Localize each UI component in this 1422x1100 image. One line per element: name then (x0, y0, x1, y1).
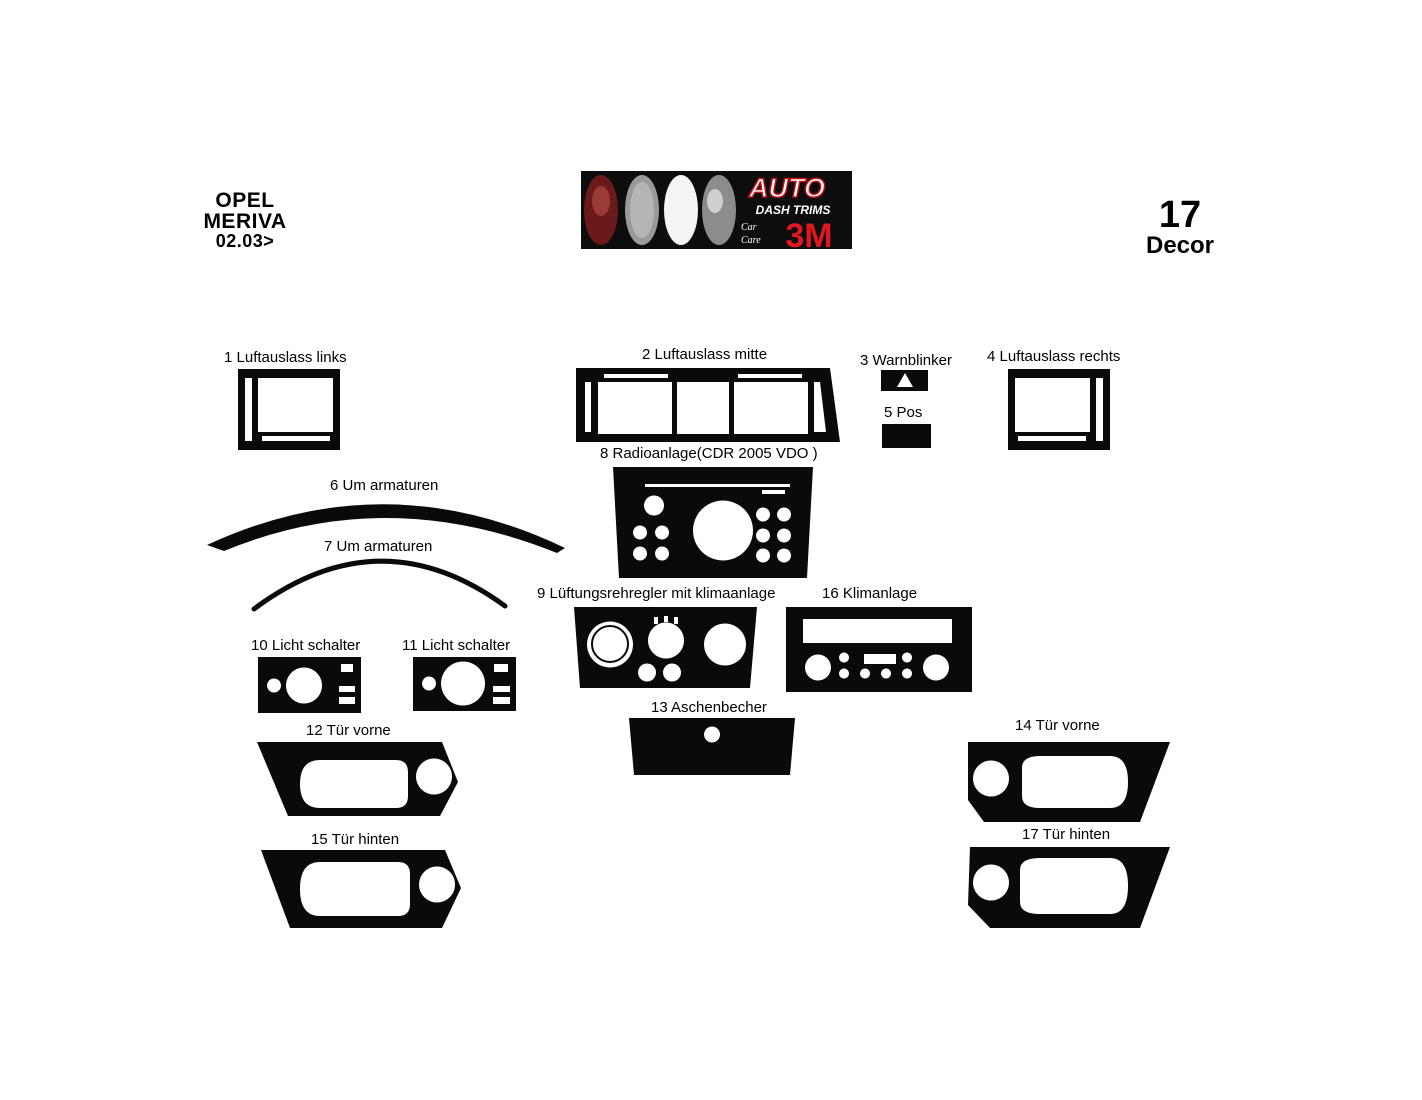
white-swatch-icon (664, 175, 698, 245)
part-2-vent-center (576, 368, 840, 442)
part-11-light-switch (413, 657, 516, 711)
part-3-hazard-switch (881, 370, 928, 391)
piece-count-number: 17 (1158, 194, 1202, 236)
part-label-11: 11 Licht schalter (402, 637, 511, 654)
part-label-9: 9 Lüftungsrehregler mit klimaanlage (537, 585, 776, 602)
part-12-door-front-left (257, 742, 458, 816)
part-label-13: 13 Aschenbecher (651, 699, 767, 716)
part-1-vent-left (238, 369, 340, 450)
logo-dash-trims-text: DASH TRIMS (756, 203, 831, 217)
brand-logo: AUTO DASH TRIMS Car Care 3M (581, 171, 852, 249)
piece-count: 17 Decor (1130, 196, 1230, 258)
part-15-door-rear-left (261, 850, 461, 928)
part-label-4: 4 Luftauslass rechts (987, 348, 1121, 365)
logo-care-text: Care (741, 235, 761, 246)
part-5-pos (882, 424, 931, 448)
part-label-10: 10 Licht schalter (251, 637, 361, 654)
logo-car-text: Car (741, 222, 757, 233)
part-14-door-front-right (968, 742, 1170, 822)
part-label-15: 15 Tür hinten (311, 831, 400, 848)
part-6-instrument-surround (207, 504, 565, 553)
part-13-ashtray (629, 718, 795, 775)
part-4-vent-right (1008, 369, 1110, 450)
part-label-16: 16 Klimanlage (822, 585, 918, 602)
part-9-climate-control (574, 607, 757, 688)
logo-auto-text: AUTO (748, 173, 825, 203)
part-10-light-switch (258, 657, 361, 713)
vehicle-title: OPEL MERIVA 02.03> (190, 190, 300, 250)
part-16-climate-panel (786, 607, 972, 692)
vehicle-make: OPEL (215, 189, 275, 212)
part-label-2: 2 Luftauslass mitte (642, 346, 768, 363)
part-7-instrument-surround (251, 558, 508, 612)
vehicle-model: MERIVA (203, 210, 287, 233)
part-label-8: 8 Radioanlage(CDR 2005 VDO ) (600, 445, 818, 462)
logo-3m-text: 3M (785, 217, 832, 249)
part-8-radio-panel (613, 467, 813, 578)
part-label-3: 3 Warnblinker (860, 352, 952, 369)
part-17-door-rear-right (968, 847, 1170, 928)
part-label-5: 5 Pos (884, 404, 923, 421)
part-label-17: 17 Tür hinten (1022, 826, 1111, 843)
piece-count-label: Decor (1145, 232, 1215, 259)
part-label-6: 6 Um armaturen (330, 477, 439, 494)
part-label-7: 7 Um armaturen (324, 538, 433, 555)
part-label-12: 12 Tür vorne (306, 722, 391, 739)
part-label-14: 14 Tür vorne (1015, 717, 1100, 734)
part-label-1: 1 Luftauslass links (224, 349, 347, 366)
vehicle-year: 02.03> (215, 231, 275, 251)
